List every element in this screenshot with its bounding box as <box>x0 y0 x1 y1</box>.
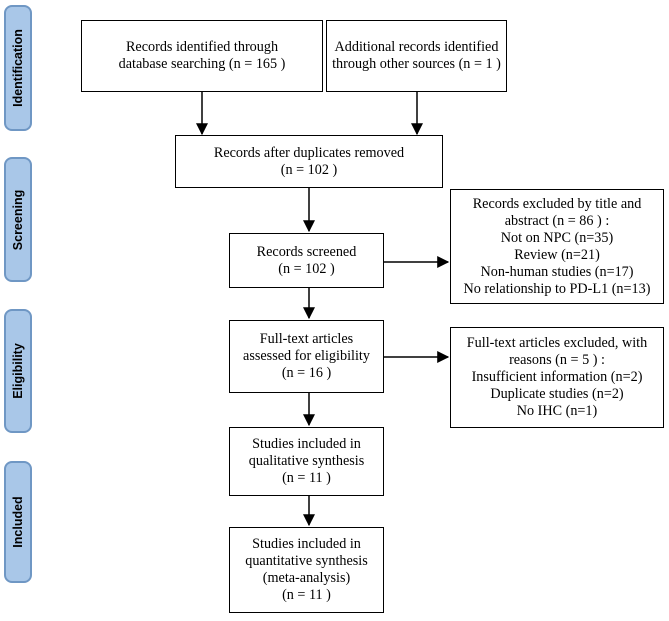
box-fulltext-excluded: Full-text articles excluded, with reason… <box>450 327 664 428</box>
box-database-records: Records identified through database sear… <box>81 20 323 92</box>
phase-screening-label: Screening <box>11 189 25 250</box>
box-records-screened: Records screened (n = 102 ) <box>229 233 384 288</box>
box-excluded-title-abstract: Records excluded by title and abstract (… <box>450 189 664 304</box>
phase-included-label: Included <box>11 496 25 548</box>
box-quantitative-synthesis: Studies included in quantitative synthes… <box>229 527 384 613</box>
phase-eligibility: Eligibility <box>4 309 32 433</box>
phase-identification: Identification <box>4 5 32 131</box>
phase-screening: Screening <box>4 157 32 282</box>
box-qualitative-synthesis: Studies included in qualitative synthesi… <box>229 427 384 496</box>
box-duplicates-removed: Records after duplicates removed (n = 10… <box>175 135 443 188</box>
phase-eligibility-label: Eligibility <box>11 343 25 399</box>
phase-included: Included <box>4 461 32 583</box>
box-other-sources: Additional records identified through ot… <box>326 20 507 92</box>
phase-identification-label: Identification <box>11 29 25 107</box>
box-fulltext-assessed: Full-text articles assessed for eligibil… <box>229 320 384 393</box>
